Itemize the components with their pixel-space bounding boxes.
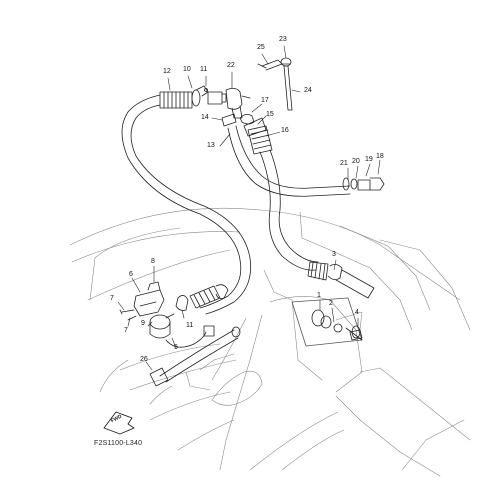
callout-20: 20 — [352, 158, 360, 165]
callout-16: 16 — [281, 127, 289, 134]
callout-4: 4 — [355, 309, 359, 316]
callout-2: 2 — [329, 300, 333, 307]
fitting-10 — [207, 91, 227, 105]
callout-5: 5 — [174, 344, 178, 351]
callout-21: 21 — [340, 160, 348, 167]
callout-19: 19 — [365, 156, 373, 163]
callout-14: 14 — [201, 114, 209, 121]
callout-6: 6 — [129, 271, 133, 278]
fittings-1-2-4 — [291, 297, 363, 347]
bellows-lower — [189, 284, 229, 309]
callout-22: 22 — [227, 62, 235, 69]
callout-17: 17 — [261, 97, 269, 104]
clip-14 — [221, 113, 237, 127]
callout-7b: 7 — [124, 327, 128, 334]
bolt-25 — [257, 59, 283, 71]
unit-9 — [149, 313, 175, 339]
callout-7a: 7 — [110, 295, 114, 302]
callout-10: 10 — [183, 66, 191, 73]
hose-26 — [149, 326, 241, 387]
callout-3: 3 — [332, 251, 336, 258]
wire-5 — [165, 325, 215, 348]
callout-12: 12 — [163, 68, 171, 75]
callout-18: 18 — [376, 153, 384, 160]
hose-13 — [227, 125, 351, 197]
bellows-16 — [247, 125, 273, 155]
clamp-11-lower — [175, 295, 189, 311]
bracket-6 — [133, 281, 165, 317]
bolt-24 — [280, 57, 293, 111]
callout-9: 9 — [141, 320, 145, 327]
callout-1: 1 — [317, 292, 321, 299]
hull-outline — [69, 207, 471, 477]
leader-lines — [117, 45, 381, 371]
clip-17 — [239, 114, 255, 125]
elbow-22 — [225, 88, 251, 119]
callout-15: 15 — [266, 111, 274, 118]
callout-23: 23 — [279, 36, 287, 43]
callout-26: 26 — [140, 356, 148, 363]
hose-16-lower — [259, 149, 319, 271]
callout-25: 25 — [257, 44, 265, 51]
screw-7 — [119, 309, 137, 321]
bellows-3 — [307, 261, 375, 299]
hose-upper-loop — [121, 94, 252, 315]
callout-11: 11 — [200, 66, 208, 73]
callout-11b: 11 — [186, 322, 194, 329]
figure-code: F2S1100-L340 — [94, 440, 143, 447]
connector-15 — [243, 117, 267, 137]
fittings-18-21 — [342, 177, 385, 191]
bellows-12 — [159, 91, 193, 109]
clamp-11 — [191, 85, 209, 107]
callout-13: 13 — [207, 142, 215, 149]
callout-8: 8 — [151, 258, 155, 265]
callout-24: 24 — [304, 87, 312, 94]
fwd-arrow-icon — [103, 411, 135, 435]
